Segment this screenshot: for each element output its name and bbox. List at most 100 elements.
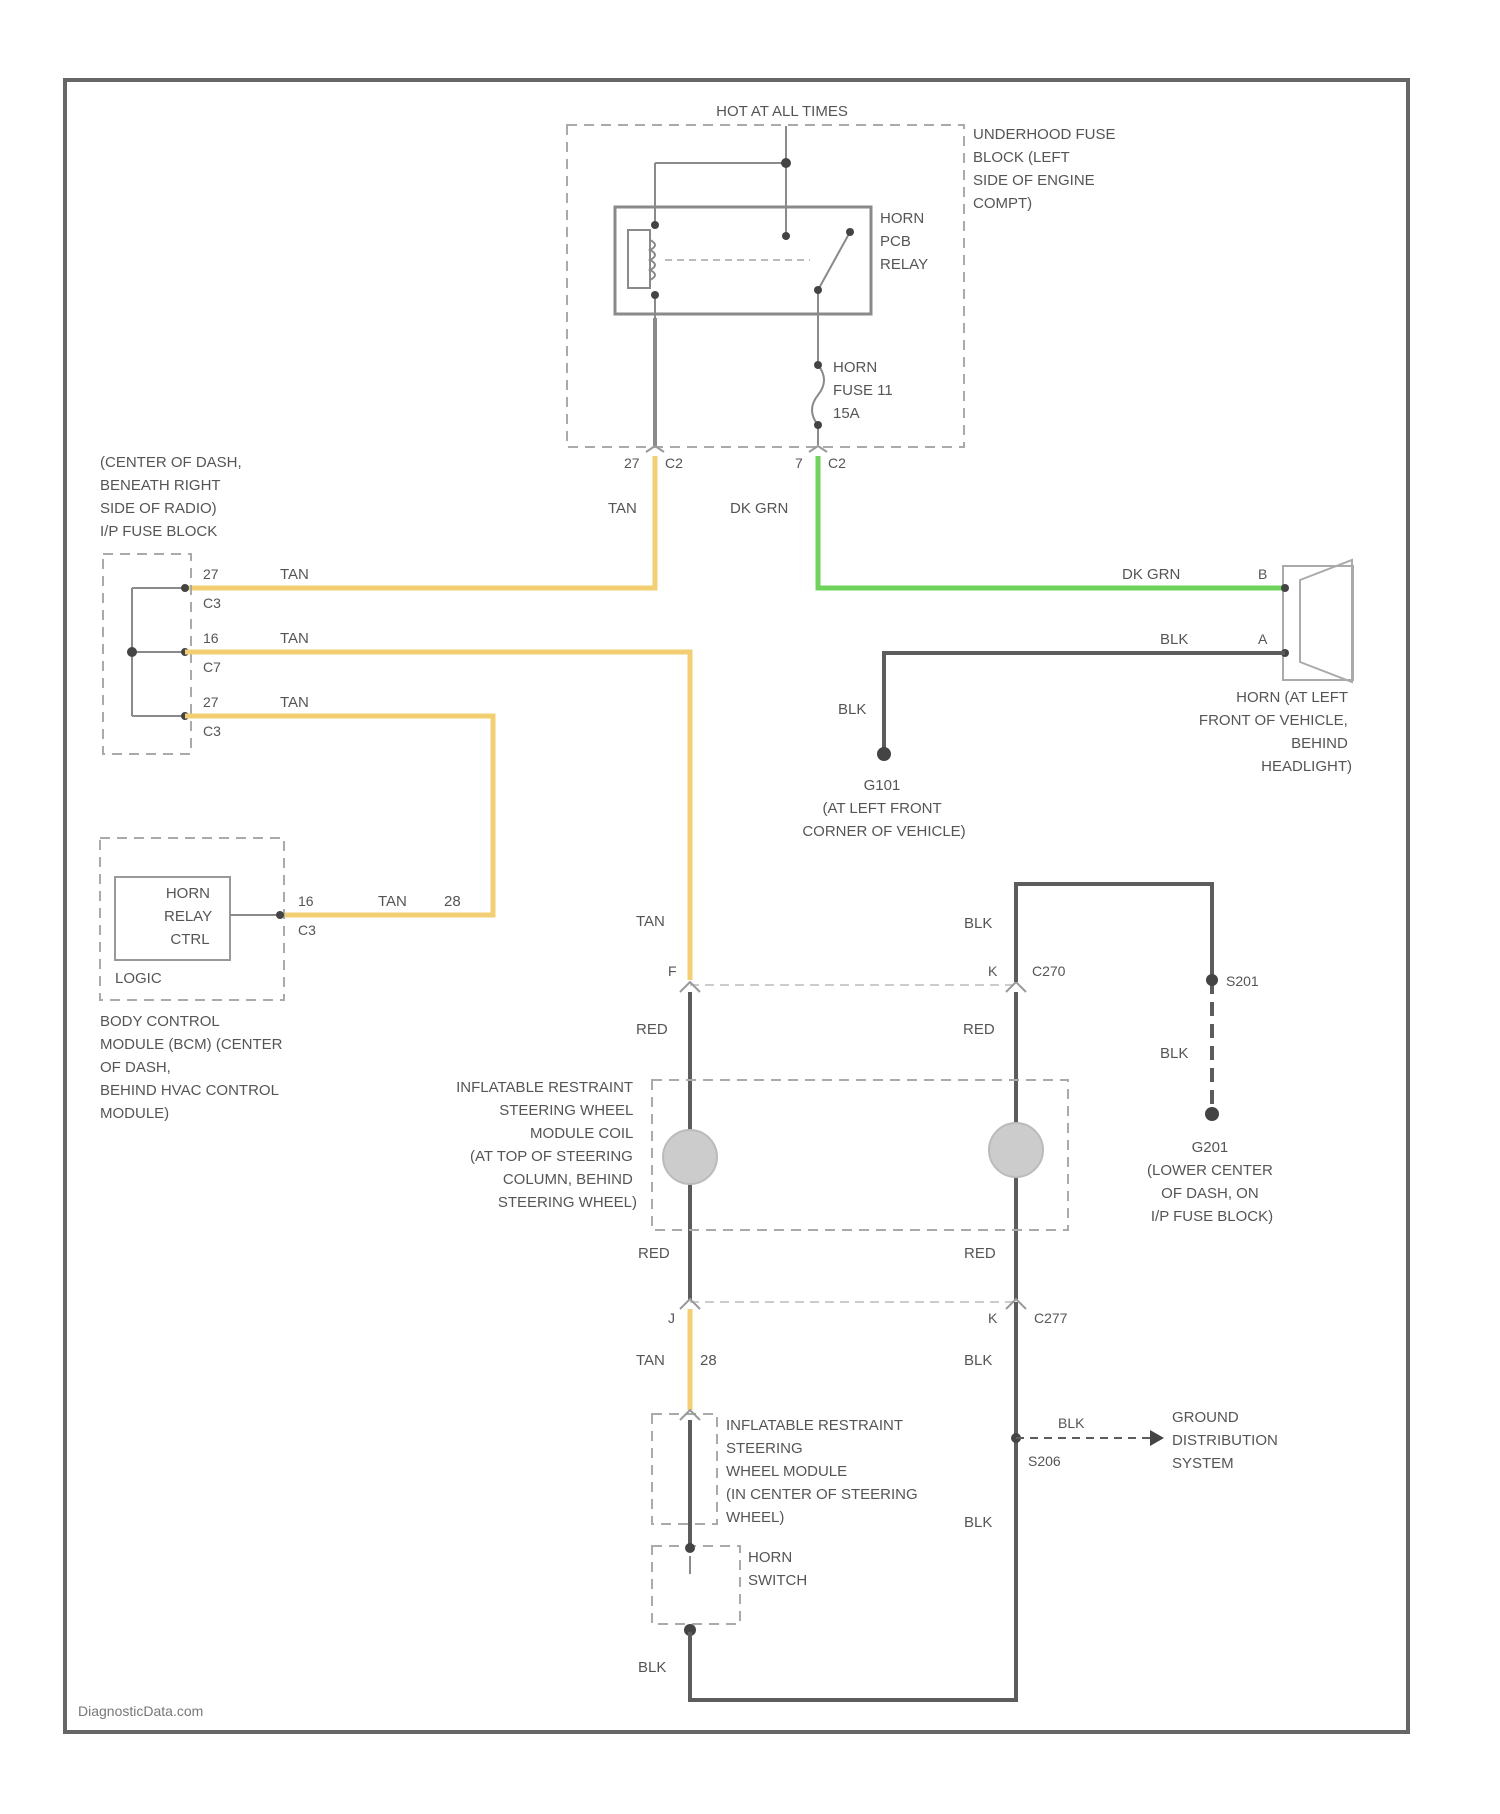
relay-coil-top	[651, 221, 659, 229]
c270-label: C270	[1032, 963, 1066, 979]
horn-fuse-label: HORN FUSE 11 15A	[833, 359, 897, 422]
bcm-pin: 16	[298, 893, 314, 909]
c277-pin-right: K	[988, 1310, 998, 1326]
tan-label-ip1: TAN	[280, 566, 309, 583]
ip-internal-bus	[132, 588, 185, 716]
red-label-lower-left: RED	[638, 1245, 670, 1262]
c277-left-symbol	[680, 1299, 700, 1309]
ip-pin1: 27	[203, 566, 219, 582]
horn-pcb-relay-label: HORN PCB RELAY	[880, 210, 928, 273]
blk-label-c277: BLK	[964, 1352, 992, 1369]
relay-switch-bottom	[814, 286, 822, 294]
relay-coil-bottom	[651, 291, 659, 299]
dk-grn-label-2: DK GRN	[1122, 566, 1180, 583]
horn-switch-top-contact	[685, 1543, 695, 1553]
underhood-fuse-block	[567, 125, 964, 447]
c270-pin-left: F	[668, 963, 677, 979]
horn-pin-a: A	[1258, 631, 1268, 647]
ip-conn1: C3	[203, 595, 221, 611]
bcm-conn: C3	[298, 922, 316, 938]
g201-dot	[1205, 1107, 1219, 1121]
ip-fuse-block-label: (CENTER OF DASH, BENEATH RIGHT SIDE OF R…	[100, 454, 246, 540]
underhood-fuse-block-label: UNDERHOOD FUSE BLOCK (LEFT SIDE OF ENGIN…	[973, 126, 1120, 212]
horn-body	[1283, 566, 1353, 680]
horn-ground-wire	[884, 653, 1285, 752]
g101-label: G101 (AT LEFT FRONT CORNER OF VEHICLE)	[802, 777, 965, 840]
ip-conn2: C7	[203, 659, 221, 675]
s201-label: S201	[1226, 973, 1259, 989]
tan-label-module: TAN	[636, 1352, 665, 1369]
horn-bell	[1300, 560, 1352, 682]
c2-left-pin: 27	[624, 455, 640, 471]
logic-label: LOGIC	[115, 970, 162, 987]
blk-label-switch: BLK	[638, 1659, 666, 1676]
tan-wire-c2-to-ip	[185, 456, 655, 588]
c277-pin-left: J	[668, 1310, 675, 1326]
fuse-top-dot	[814, 361, 822, 369]
c270-pin-right: K	[988, 963, 998, 979]
ip-fuse-block	[103, 554, 191, 754]
red-label-lower-right: RED	[964, 1245, 996, 1262]
blk-label-g101: BLK	[838, 701, 866, 718]
ip-conn3: C3	[203, 723, 221, 739]
tan-label-ip3: TAN	[280, 694, 309, 711]
horn-pin-b-dot	[1281, 584, 1289, 592]
hot-bus	[655, 126, 786, 205]
blk-label-horn: BLK	[1160, 631, 1188, 648]
tan-bcm-28: 28	[444, 893, 461, 910]
coil-label: INFLATABLE RESTRAINT STEERING WHEEL MODU…	[456, 1079, 637, 1211]
c277-label: C277	[1034, 1310, 1068, 1326]
relay-contact-fixed	[782, 232, 790, 240]
bcm-pin-dot	[276, 911, 284, 919]
relay-contacts	[786, 205, 850, 318]
ip-bus-junction	[127, 647, 137, 657]
tan-wire-ip-to-bcm	[185, 716, 493, 915]
c2-right-conn: C2	[828, 455, 846, 471]
ip-pin1-dot	[181, 584, 189, 592]
g101-dot	[877, 747, 891, 761]
dk-grn-label-1: DK GRN	[730, 500, 788, 517]
tan-module-28: 28	[700, 1352, 717, 1369]
tan-label-1: TAN	[608, 500, 637, 517]
g201-label: G201 (LOWER CENTER OF DASH, ON I/P FUSE …	[1147, 1139, 1277, 1225]
sw-module-label: INFLATABLE RESTRAINT STEERING WHEEL MODU…	[726, 1417, 922, 1526]
horn-label: HORN (AT LEFT FRONT OF VEHICLE, BEHIND H…	[1199, 689, 1352, 775]
ip-pin2: 16	[203, 630, 219, 646]
blk-label-c270: BLK	[964, 915, 992, 932]
blk-label-s206-lower: BLK	[964, 1514, 992, 1531]
c2-left-conn: C2	[665, 455, 683, 471]
coil-left-clockspring	[663, 1130, 717, 1184]
red-label-upper-right: RED	[963, 1021, 995, 1038]
coil-right-clockspring	[989, 1123, 1043, 1177]
horn-switch-box	[652, 1546, 740, 1624]
relay-coil	[628, 230, 650, 288]
ip-pin3: 27	[203, 694, 219, 710]
c270-left-symbol	[680, 982, 700, 992]
horn-relay-ctrl-label: HORN RELAY CTRL	[164, 885, 216, 948]
hot-junction	[781, 158, 791, 168]
c270-right-symbol	[1006, 982, 1026, 992]
footer-watermark: DiagnosticData.com	[78, 1703, 203, 1719]
power-label: HOT AT ALL TIMES	[716, 103, 848, 120]
tan-label-ip2: TAN	[280, 630, 309, 647]
horn-switch-label: HORN SWITCH	[748, 1549, 807, 1589]
relay-contact-moving	[846, 228, 854, 236]
bcm-label: BODY CONTROL MODULE (BCM) (CENTER OF DAS…	[100, 1013, 287, 1122]
fuse-bottom-dot	[814, 421, 822, 429]
s201-dot	[1206, 974, 1218, 986]
horn-pin-b: B	[1258, 566, 1267, 582]
sw-module-box	[652, 1414, 717, 1524]
c2-right-pin: 7	[795, 455, 803, 471]
red-label-upper-left: RED	[636, 1021, 668, 1038]
ground-dist-label: GROUND DISTRIBUTION SYSTEM	[1172, 1409, 1282, 1472]
diagram-frame	[65, 80, 1408, 1732]
ground-dist-arrow	[1150, 1430, 1164, 1446]
dk-grn-wire	[818, 456, 1285, 588]
tan-label-bcm: TAN	[378, 893, 407, 910]
tan-label-coil: TAN	[636, 913, 665, 930]
blk-label-s201: BLK	[1160, 1045, 1188, 1062]
tan-wire-ip-to-coil	[185, 652, 690, 980]
blk-label-s206: BLK	[1058, 1415, 1085, 1431]
s206-label: S206	[1028, 1453, 1061, 1469]
